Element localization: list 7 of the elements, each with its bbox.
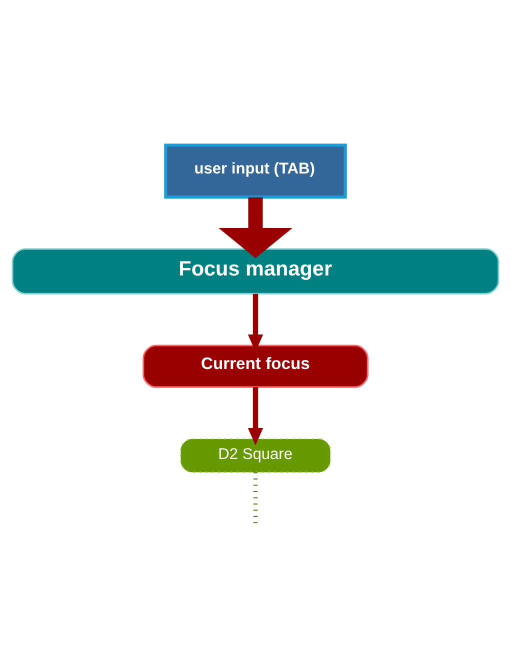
- node-box: Focus manager: [12, 248, 500, 294]
- node-box: D2 Square: [180, 438, 332, 472]
- arrow: [248, 386, 264, 445]
- arrow: [218, 196, 292, 258]
- connector: [253, 472, 258, 524]
- node-box: Current focus: [142, 344, 368, 388]
- node-box: user input (TAB): [164, 143, 347, 198]
